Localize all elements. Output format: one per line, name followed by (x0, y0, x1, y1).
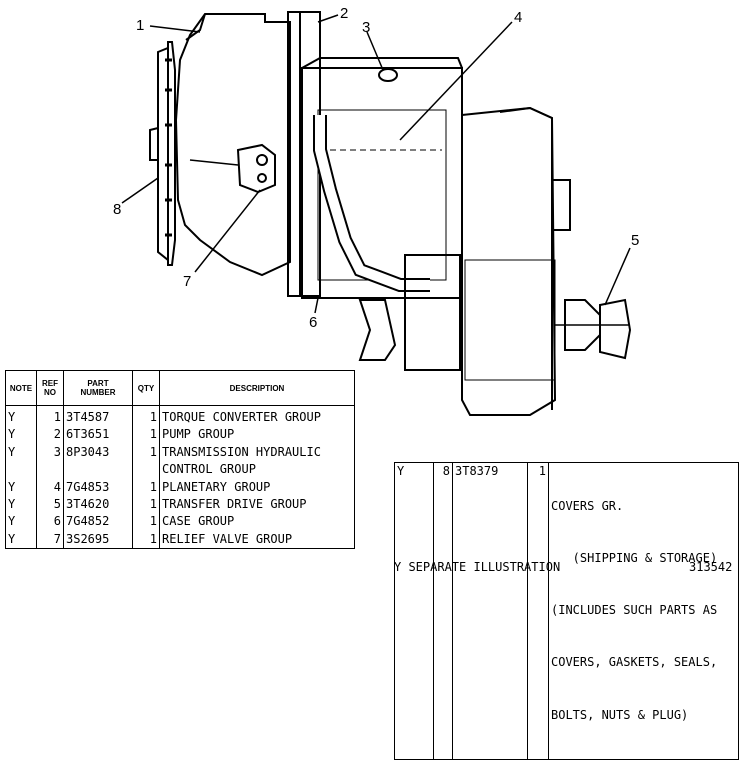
note-cell: Y (397, 464, 405, 478)
ref-cell: 3 (36, 443, 64, 479)
relief-valve (189, 143, 276, 194)
qty-cell: 1 (132, 409, 160, 427)
front-flange (149, 41, 176, 266)
description-cell: PUMP GROUP (159, 426, 355, 444)
ref-cell: 1 (36, 409, 64, 427)
transmission-exploded-illustration: 1 2 3 4 5 6 7 8 (113, 5, 639, 416)
description-cell: RELIEF VALVE GROUP (159, 530, 355, 549)
qty-cell: 1 (132, 513, 160, 531)
description-cell: COVERS GR. (SHIPPING & STORAGE) (INCLUDE… (548, 462, 739, 760)
description-line: PLANETARY GROUP (162, 479, 271, 494)
ref-cell: 8 (433, 462, 453, 760)
description-line: RELIEF VALVE GROUP (162, 531, 293, 546)
qty-cell: 1 (132, 443, 160, 479)
part-number-cell: 8P3043 (63, 443, 133, 479)
description-cell: PLANETARY GROUP (159, 478, 355, 497)
table-row: Y 8 3T8379 1 COVERS GR. (SHIPPING & STOR… (395, 462, 739, 760)
note-cell: Y (8, 427, 16, 442)
callout-leaders (121, 14, 631, 314)
qty-cell: 1 (132, 496, 160, 514)
ref-cell: 2 (36, 426, 64, 444)
callout-2: 2 (340, 5, 348, 22)
description-header: DESCRIPTION (159, 370, 355, 406)
part-number-cell: 3S2695 (63, 530, 133, 549)
output-yokes (358, 298, 632, 361)
description-line: CONTROL GROUP (162, 462, 256, 477)
transmission-case (301, 57, 463, 299)
part-number-cell: 7G4852 (63, 513, 133, 531)
description-line: TRANSMISSION HYDRAULIC (162, 444, 321, 459)
note-cell: Y (8, 531, 16, 546)
part-number-cell: 7G4853 (63, 478, 133, 497)
ref-cell: 4 (36, 478, 64, 497)
qty-cell: 1 (132, 478, 160, 497)
callout-3: 3 (362, 19, 370, 36)
callout-1: 1 (136, 17, 144, 34)
qty-cell: 1 (132, 530, 160, 549)
description-cell: TORQUE CONVERTER GROUP (159, 409, 355, 427)
torque-converter-housing (174, 13, 291, 277)
part-number-cell: 6T3651 (63, 426, 133, 444)
description-line: TRANSFER DRIVE GROUP (162, 497, 307, 512)
callout-5: 5 (631, 232, 639, 249)
part-number-cell: 3T8379 (452, 462, 528, 760)
hydraulic-control-cover (330, 68, 442, 151)
description-cell: CASE GROUP (159, 513, 355, 531)
note-cell: Y (8, 497, 16, 512)
note-header: NOTE (5, 370, 37, 406)
part-number-cell: 3T4587 (63, 409, 133, 427)
description-line: TORQUE CONVERTER GROUP (162, 410, 321, 424)
callout-8: 8 (113, 201, 121, 218)
description-cell: TRANSMISSION HYDRAULIC CONTROL GROUP (159, 443, 355, 479)
qty-cell: 1 (527, 462, 549, 760)
callout-4: 4 (514, 9, 522, 26)
qty-cell: 1 (132, 426, 160, 444)
description-line: PUMP GROUP (162, 427, 235, 442)
illustration-number: 313542 (689, 560, 733, 574)
note-cell: Y (8, 444, 16, 459)
description-line: CASE GROUP (162, 514, 235, 529)
note-cell: Y (8, 410, 16, 424)
part-number-cell: 3T4620 (63, 496, 133, 514)
footer-legend: Y SEPARATE ILLUSTRATION (394, 560, 561, 574)
note-cell: Y (8, 514, 16, 529)
note-cell: Y (8, 479, 16, 494)
qty-header: QTY (132, 370, 160, 406)
callout-6: 6 (309, 314, 317, 331)
ref-cell: 7 (36, 530, 64, 549)
covers-part-table: Y 8 3T8379 1 COVERS GR. (SHIPPING & STOR… (394, 462, 739, 760)
ref-cell: 5 (36, 496, 64, 514)
callout-7: 7 (183, 273, 191, 290)
ref-cell: 6 (36, 513, 64, 531)
transfer-drive (404, 106, 571, 416)
description-cell: TRANSFER DRIVE GROUP (159, 496, 355, 514)
